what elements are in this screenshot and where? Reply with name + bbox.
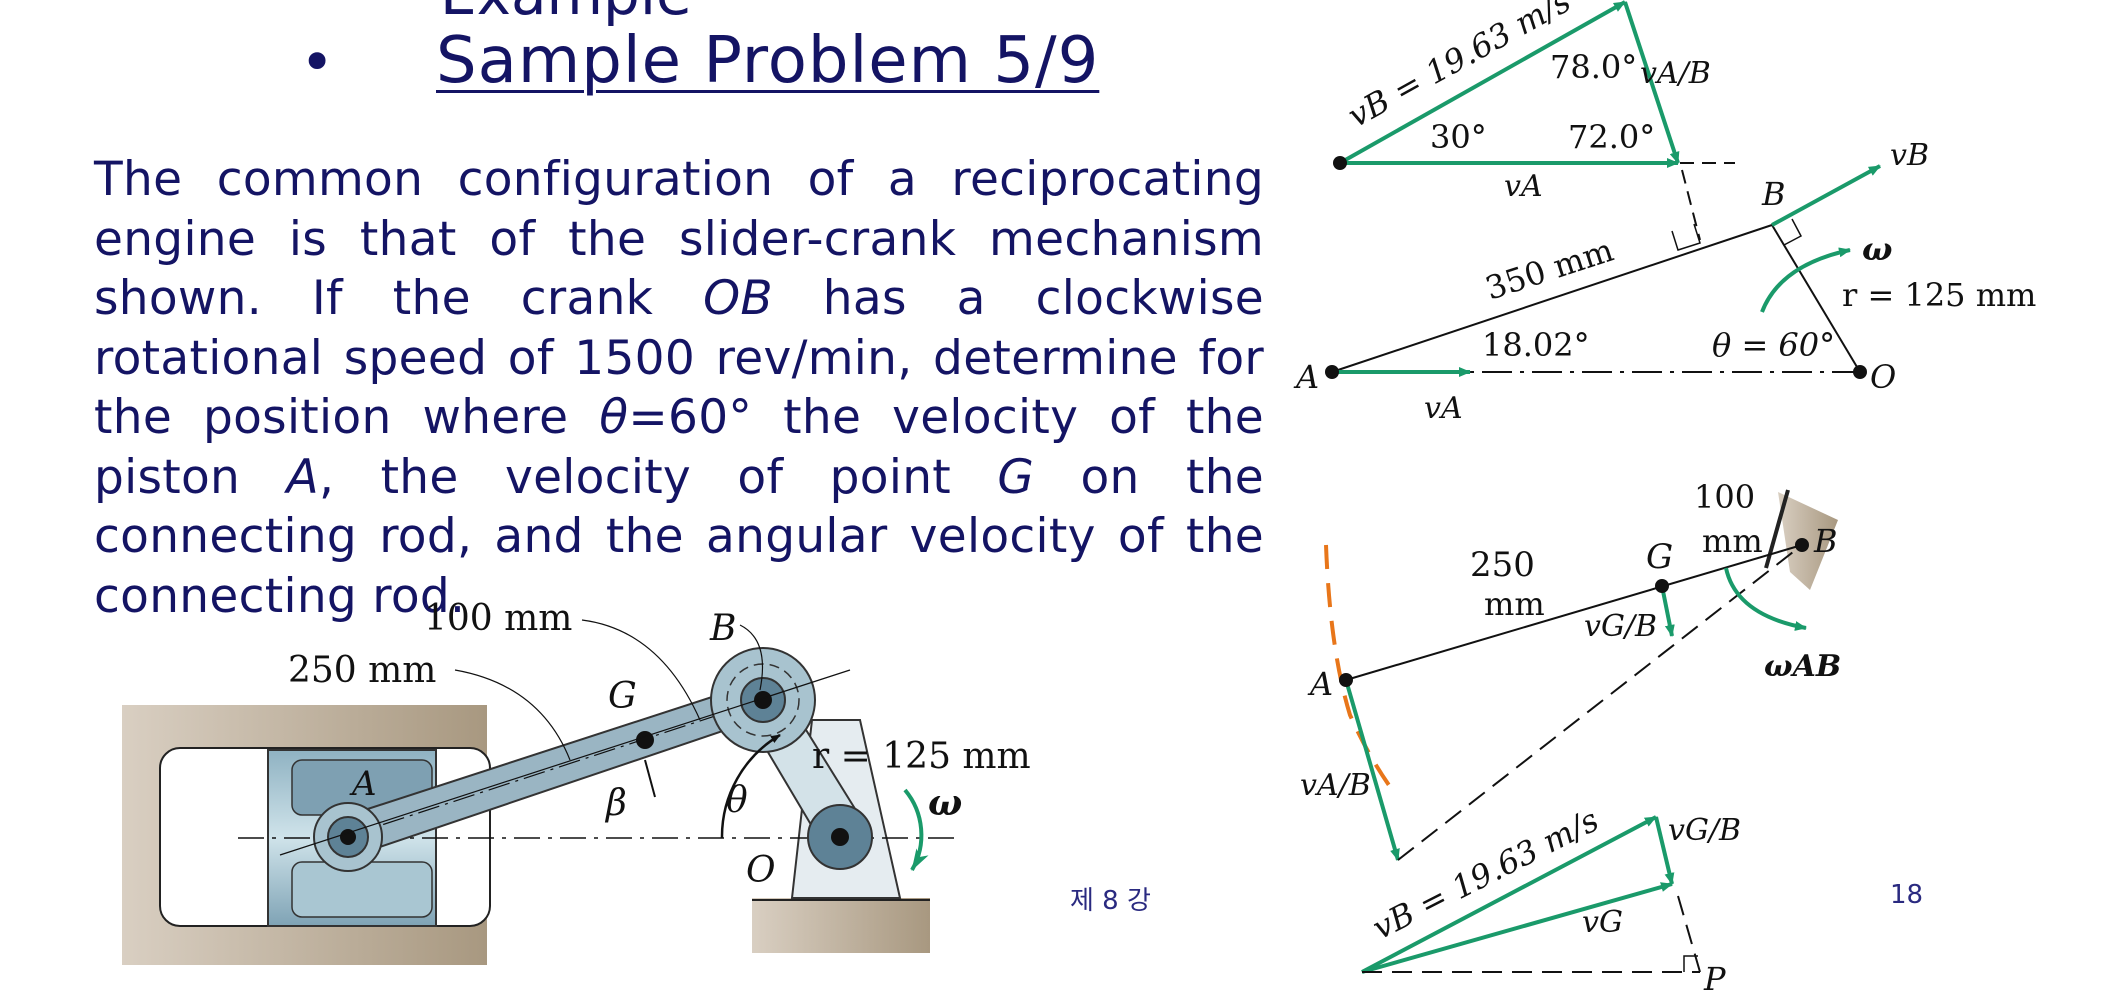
bottom-vgb-label: vG/B xyxy=(1584,609,1657,644)
top-va-below: vA xyxy=(1424,391,1463,426)
omega-ab-label: ωAB xyxy=(1764,649,1841,684)
ground-block xyxy=(752,898,930,953)
page-number: 18 xyxy=(1890,880,1924,910)
vb-direction-arrow xyxy=(1771,164,1881,227)
vb-arrow xyxy=(1339,0,1626,165)
bottom-label-a: A xyxy=(1307,665,1333,703)
angle-78: 78.0° xyxy=(1550,48,1637,86)
len-350: 350 mm xyxy=(1481,231,1618,308)
angle-18: 18.02° xyxy=(1482,326,1590,364)
vab-bottom-arrow xyxy=(1344,679,1400,861)
dim-100-unit: mm xyxy=(1702,522,1763,560)
dashed-diagonal xyxy=(1397,544,1803,861)
label-r: r = 125 mm xyxy=(812,736,1031,777)
problem-statement: The common configuration of a reciprocat… xyxy=(94,152,1265,624)
label-beta: β xyxy=(604,783,627,824)
vgb-polygon-arrow xyxy=(1654,816,1675,885)
crank-ob-line xyxy=(1771,224,1861,373)
dim-100-top: 100 xyxy=(1694,478,1755,516)
vg-polygon-arrow xyxy=(1361,882,1673,974)
slide-heading: Example xyxy=(440,0,692,28)
vab-arrow xyxy=(1623,1,1680,164)
label-g: G xyxy=(608,676,637,717)
label-theta: θ xyxy=(726,780,748,821)
theta-60: θ = 60° xyxy=(1712,326,1835,364)
point-g xyxy=(636,731,654,749)
label-p: P xyxy=(1703,960,1726,998)
label-a: A xyxy=(349,764,377,804)
slide-title: Sample Problem 5/9 xyxy=(436,24,1100,98)
angle-72: 72.0° xyxy=(1568,118,1655,156)
top-va-label: vA xyxy=(1504,169,1543,204)
vb-polygon-arrow xyxy=(1361,815,1657,974)
theta-arc xyxy=(720,733,781,839)
omega-top-arrow xyxy=(1760,247,1851,313)
top-label-o: O xyxy=(1870,358,1896,396)
top-vb-equation: vB = 19.63 m/s xyxy=(1341,0,1576,135)
mechanism-figure: 100 mm 250 mm B G A β θ O r = 125 mm ω xyxy=(122,598,1031,965)
g-section-line xyxy=(644,759,656,798)
rod-ab-bottom xyxy=(1345,544,1803,681)
top-label-a: A xyxy=(1293,358,1319,396)
top-label-b: B xyxy=(1761,175,1786,213)
rod-ab-line xyxy=(1331,224,1773,373)
dim-100mm: 100 mm xyxy=(424,598,572,639)
label-b: B xyxy=(709,608,736,649)
a-path-dashed xyxy=(1324,544,1398,797)
dim-250mm: 250 mm xyxy=(288,650,436,691)
bullet-dot: • xyxy=(300,28,335,96)
polygon-vg-label: vG xyxy=(1582,905,1623,940)
velocity-diagram-top: vB = 19.63 m/s 78.0° vA/B 30° 72.0° vA B… xyxy=(1293,0,2036,426)
label-o: O xyxy=(746,850,776,891)
b-support xyxy=(1778,492,1838,590)
dim-250-top: 250 xyxy=(1470,545,1535,585)
angle-30: 30° xyxy=(1430,118,1487,156)
top-r-label: r = 125 mm xyxy=(1842,276,2036,314)
top-vab-label: vA/B xyxy=(1640,56,1711,91)
bottom-vb-equation: vB = 19.63 m/s xyxy=(1366,801,1604,947)
omega-ab-arrow xyxy=(1724,567,1807,631)
bottom-label-b: B xyxy=(1813,522,1838,560)
bottom-vab-label: vA/B xyxy=(1300,768,1371,803)
dim-250-unit: mm xyxy=(1484,585,1545,623)
bottom-label-g: G xyxy=(1646,537,1673,577)
footer-lecture: 제 8 강 xyxy=(1070,886,1151,916)
polygon-vgb-label: vG/B xyxy=(1668,813,1741,848)
label-omega: ω xyxy=(928,782,962,824)
vgb-bottom-arrow xyxy=(1660,585,1675,637)
top-omega-label: ω xyxy=(1862,230,1892,268)
top-vb-label: vB xyxy=(1890,138,1929,173)
velocity-diagram-bottom: 100 mm 250 mm G B A vG/B ωAB vA/B vB = 1… xyxy=(1300,478,1841,998)
omega-arrow xyxy=(903,788,929,871)
